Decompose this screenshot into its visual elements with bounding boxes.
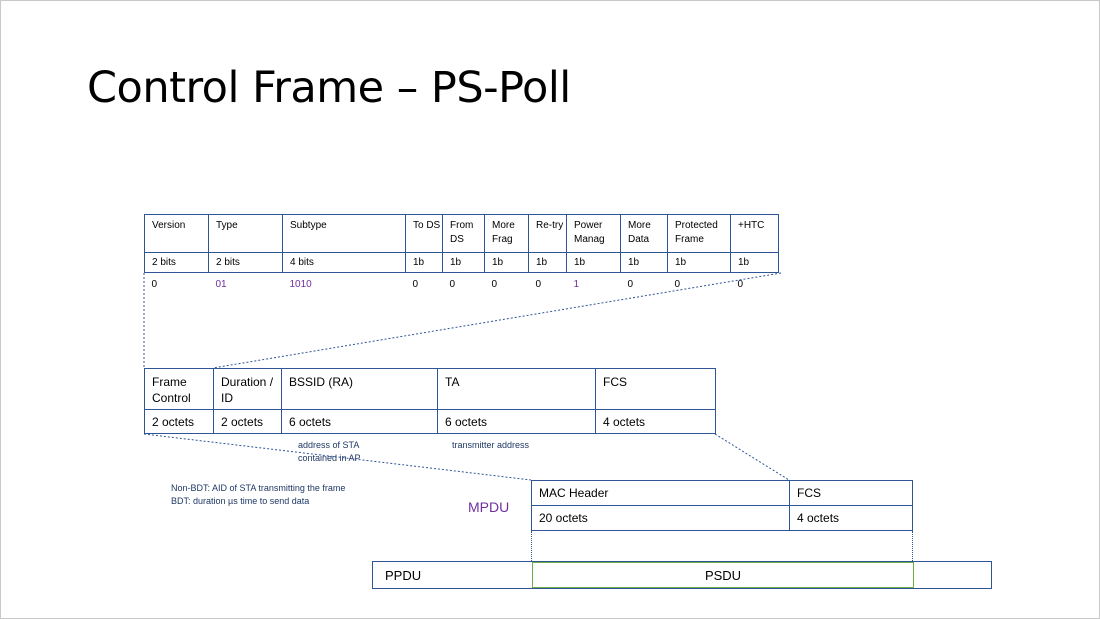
field-bits-more-data: 1b [620,252,668,273]
field-header-more-data: More Data [620,214,668,253]
frame-field-bssid: BSSID (RA) [281,368,438,410]
field-bits-retry: 1b [528,252,567,273]
ps-poll-frame-table: Frame Control Duration / ID BSSID (RA) T… [144,368,716,434]
connector-fcs [714,433,790,481]
frame-size-row: 2 octets 2 octets 6 octets 6 octets 4 oc… [144,409,716,434]
field-value-retry: 0 [535,279,542,290]
ta-annotation: transmitter address [452,440,530,450]
frame-control-field-table: Version Type Subtype To DS From DS More … [144,214,779,296]
field-bits-htc: 1b [730,252,779,273]
field-header-version: Version [144,214,209,253]
field-header-type: Type [208,214,283,253]
field-value-from-ds: 0 [449,279,456,290]
field-value-htc: 0 [737,279,744,290]
duration-annotation-non-bdt: Non-BDT: AID of STA transmitting the fra… [171,483,346,493]
field-header-htc: +HTC [730,214,779,253]
field-header-row: Version Type Subtype To DS From DS More … [144,214,779,253]
field-bits-from-ds: 1b [442,252,485,273]
mpdu-header-row: MAC Header FCS [531,480,913,506]
mpdu-label: MPDU [468,499,510,515]
field-bits-more-frag: 1b [484,252,529,273]
slide-title: Control Frame – PS-Poll [87,63,571,113]
field-bits-type: 2 bits [208,252,283,273]
duration-annotation-bdt: BDT: duration µs time to send data [171,496,310,506]
field-value-power-manag: 1 [573,279,580,290]
field-value-more-data: 0 [627,279,634,290]
frame-size-ta: 6 octets [437,409,596,434]
frame-field-ta: TA [437,368,596,410]
mpdu-size-mac-header: 20 octets [531,505,790,531]
ppdu-bar: PPDU PSDU [372,561,992,589]
field-values-row: 0 01 1010 0 0 0 0 1 0 0 0 [145,273,779,297]
field-bits-power-manag: 1b [566,252,621,273]
field-value-protected-frame: 0 [674,279,681,290]
field-bits-version: 2 bits [144,252,209,273]
field-value-more-frag: 0 [491,279,498,290]
field-value-type: 01 [215,279,227,290]
field-header-protected-frame: Protected Frame [667,214,731,253]
field-header-retry: Re-try [528,214,567,253]
ppdu-label: PPDU [385,568,422,583]
field-value-subtype: 1010 [289,279,312,290]
frame-field-duration-id: Duration / ID [213,368,282,410]
bssid-annotation: address of STA contained in AP [298,440,361,463]
frame-size-frame-control: 2 octets [144,409,214,434]
field-bits-row: 2 bits 2 bits 4 bits 1b 1b 1b 1b 1b 1b 1… [144,252,779,273]
frame-field-frame-control: Frame Control [144,368,214,410]
frame-size-duration-id: 2 octets [213,409,282,434]
mpdu-connector-row [531,530,913,561]
field-bits-subtype: 4 bits [282,252,406,273]
field-value-to-ds: 0 [412,279,419,290]
field-header-more-frag: More Frag [484,214,529,253]
psdu-box: PSDU [532,562,914,588]
field-header-subtype: Subtype [282,214,406,253]
mpdu-table: MAC Header FCS 20 octets 4 octets [531,480,913,561]
mpdu-field-fcs: FCS [789,480,913,506]
frame-header-row: Frame Control Duration / ID BSSID (RA) T… [144,368,716,410]
frame-size-bssid: 6 octets [281,409,438,434]
mpdu-size-fcs: 4 octets [789,505,913,531]
field-header-to-ds: To DS [405,214,443,253]
mpdu-size-row: 20 octets 4 octets [531,505,913,531]
field-bits-protected-frame: 1b [667,252,731,273]
field-bits-to-ds: 1b [405,252,443,273]
field-header-from-ds: From DS [442,214,485,253]
field-header-power-manag: Power Manag [566,214,621,253]
field-value-version: 0 [151,279,158,290]
frame-field-fcs: FCS [595,368,716,410]
mpdu-connector-cell [531,530,913,561]
frame-size-fcs: 4 octets [595,409,716,434]
mpdu-field-mac-header: MAC Header [531,480,790,506]
